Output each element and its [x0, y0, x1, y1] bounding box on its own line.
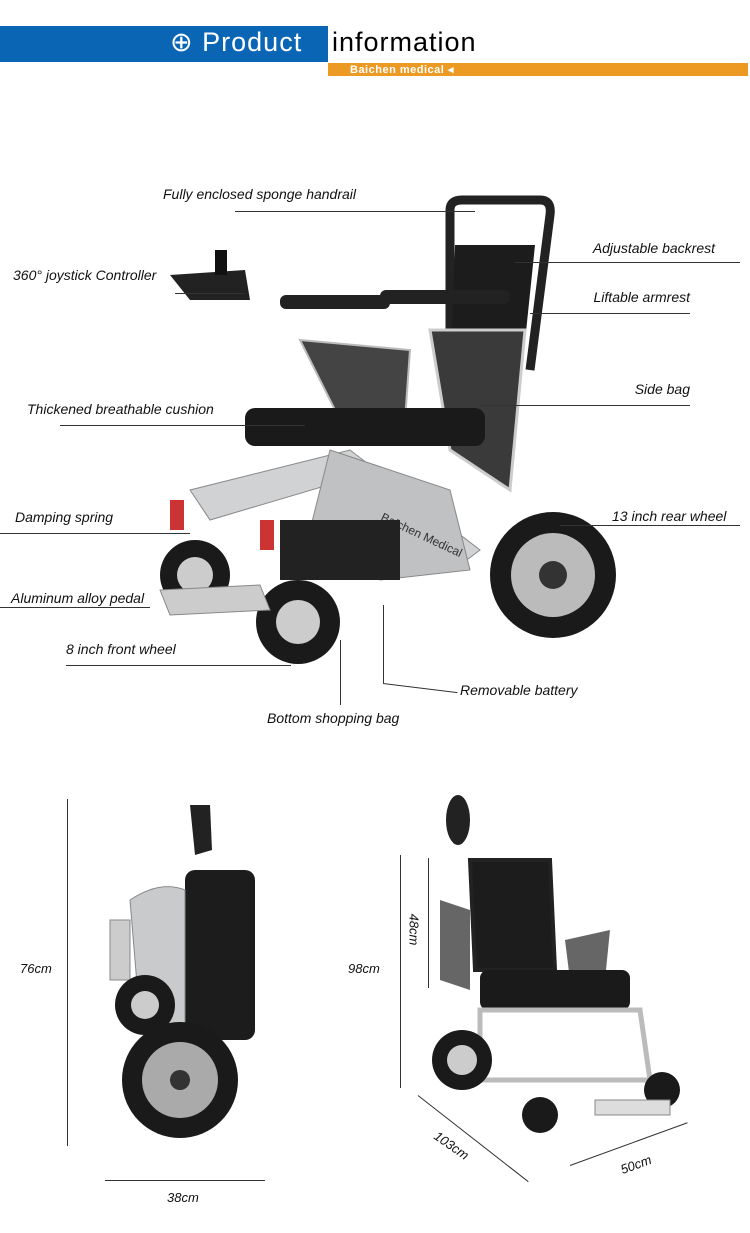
header-title-information: information: [332, 27, 477, 57]
leader-line: [530, 313, 690, 314]
leader-line: [0, 607, 150, 608]
dimension-line: [67, 799, 68, 1146]
leader-line: [175, 293, 245, 294]
callout-backrest: Adjustable backrest: [592, 240, 715, 256]
dimension-line: [105, 1180, 265, 1181]
title-text: Product: [202, 27, 303, 57]
header-title-product: ⊕ Product: [170, 27, 302, 58]
leader-line: [340, 640, 341, 705]
wheelchair-open-image: [432, 795, 680, 1133]
callout-spring: Damping spring: [15, 509, 114, 525]
callout-handrail: Fully enclosed sponge handrail: [163, 186, 357, 202]
header-blue-bar: [0, 26, 328, 62]
callout-armrest: Liftable armrest: [593, 289, 690, 305]
callout-joystick: 360° joystick Controller: [13, 267, 157, 283]
callout-side-bag: Side bag: [634, 381, 690, 397]
leader-line: [383, 605, 384, 683]
wheelchair-main-image: Baichen Medical: [159, 195, 616, 664]
header-orange-bar: [328, 63, 748, 76]
leader-line: [515, 262, 740, 263]
header-subtitle: Baichen medical ◂: [350, 64, 454, 76]
dim-backrest-height: 48cm: [406, 913, 422, 946]
dimension-line: [400, 855, 401, 1088]
callout-pedal: Aluminum alloy pedal: [11, 590, 145, 606]
leader-line: [66, 665, 291, 666]
dim-height: 98cm: [348, 961, 380, 976]
leader-line: [560, 525, 740, 526]
wheelchair-folded-image: [109, 805, 255, 1138]
leader-line: [0, 533, 190, 534]
plus-circle-icon: ⊕: [170, 27, 194, 57]
dim-folded-height: 76cm: [20, 961, 52, 976]
callout-rear-wheel: 13 inch rear wheel: [612, 508, 727, 524]
leader-line: [480, 405, 690, 406]
dim-width: 50cm: [618, 1152, 654, 1177]
leader-line: [235, 211, 475, 212]
leader-line: [60, 425, 305, 426]
callout-battery: Removable battery: [460, 682, 578, 698]
dimension-line: [428, 858, 429, 988]
callout-front-wheel: 8 inch front wheel: [66, 641, 176, 657]
callout-shopping-bag: Bottom shopping bag: [267, 710, 400, 726]
dim-folded-width: 38cm: [167, 1190, 199, 1205]
callout-cushion: Thickened breathable cushion: [27, 401, 214, 417]
